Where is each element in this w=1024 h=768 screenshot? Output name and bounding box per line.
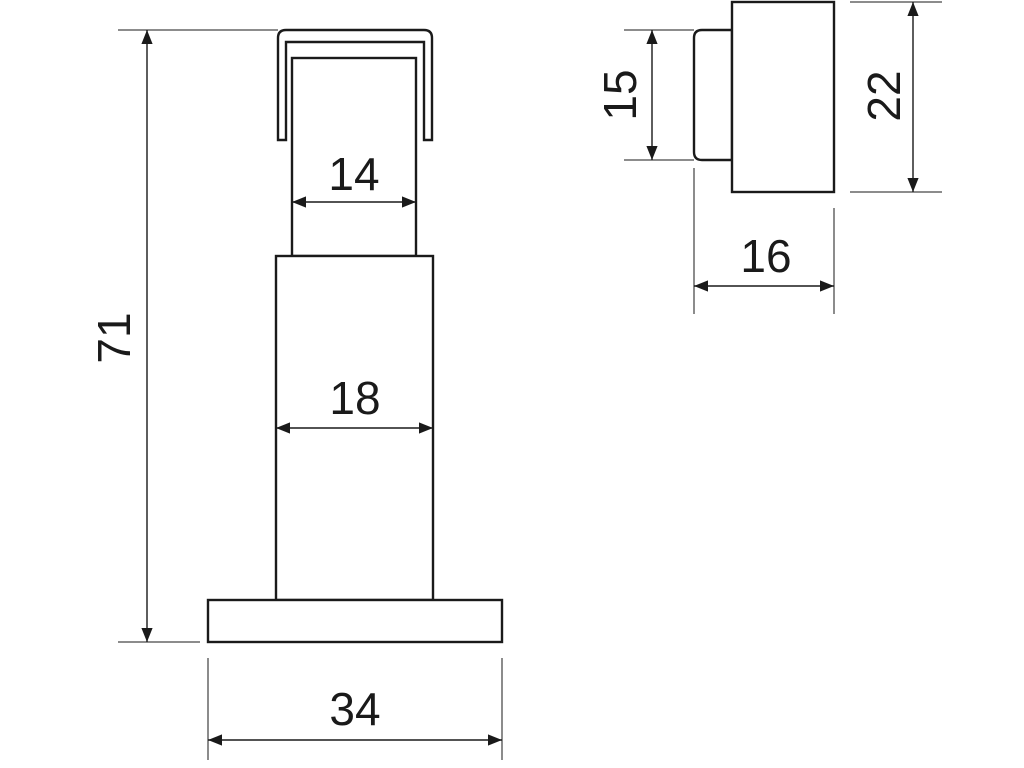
rubber-cap <box>276 28 434 142</box>
dimension-cap-depth: 16 <box>693 168 835 314</box>
dimension-label-71: 71 <box>88 312 140 363</box>
dimension-label-18: 18 <box>329 372 380 424</box>
dimension-label-15: 15 <box>594 69 646 120</box>
base-plate <box>206 598 504 644</box>
front-view <box>206 28 504 644</box>
dimension-total-height: 71 <box>88 29 278 643</box>
dimension-cap-outer-height: 22 <box>850 1 942 193</box>
dimension-label-14: 14 <box>328 148 379 200</box>
cap-rubber-insert <box>692 28 734 162</box>
dimension-body-width: 18 <box>276 372 433 434</box>
cap-housing <box>730 0 836 194</box>
side-view <box>692 0 836 194</box>
dimension-rod-width: 14 <box>292 148 416 208</box>
dimension-label-22: 22 <box>858 70 910 121</box>
inner-rod <box>290 56 418 258</box>
dimension-base-width: 34 <box>207 658 503 760</box>
dimension-label-34: 34 <box>329 683 380 735</box>
dimension-label-16: 16 <box>740 230 791 282</box>
dimension-cap-inner-height: 15 <box>594 29 694 161</box>
